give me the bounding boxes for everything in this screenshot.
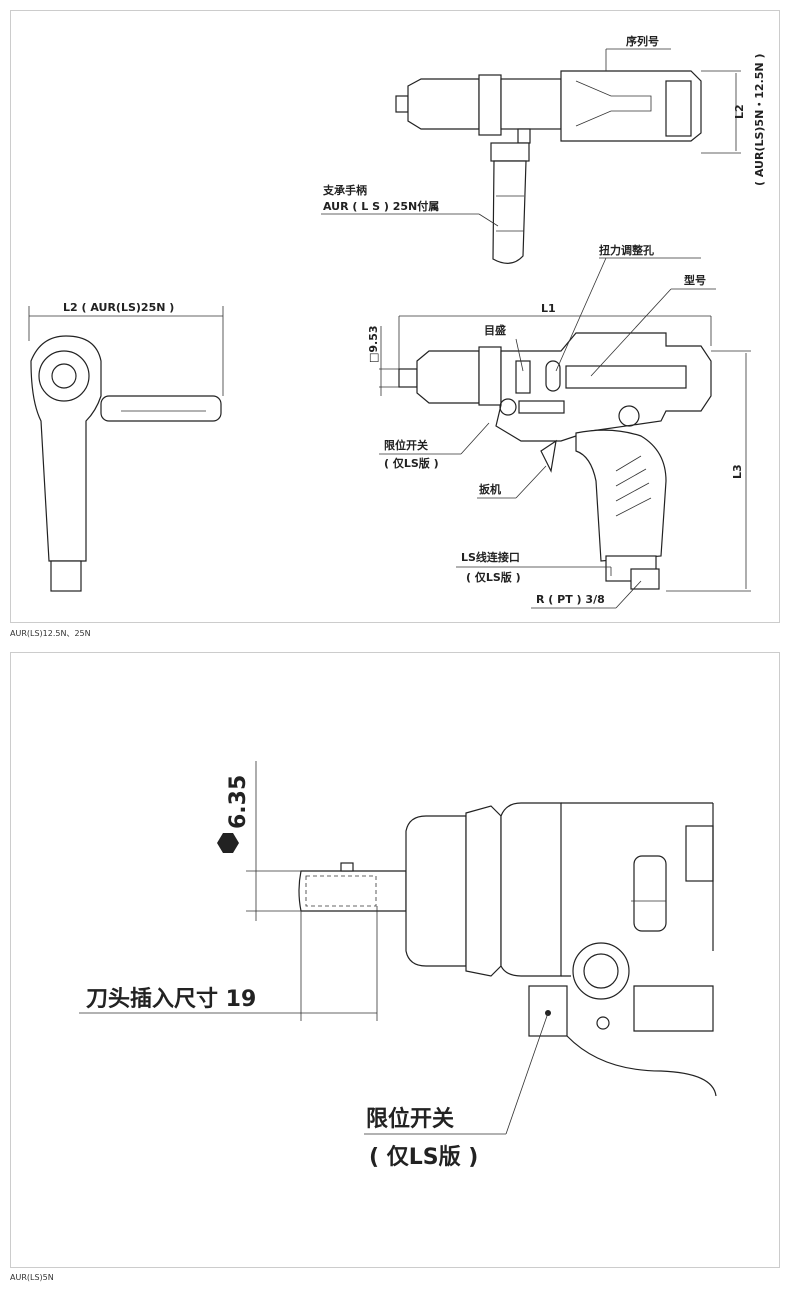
svg-text:序列号: 序列号: [626, 34, 659, 48]
svg-text:( 仅LS版 ): ( 仅LS版 ): [384, 456, 439, 470]
tool-top-view: [395, 70, 702, 264]
top-diagram: 序列号 L2 ( AUR(LS)5N・12.5N ) 支承手柄 AUR ( L …: [28, 34, 766, 609]
trigger-label: 扳机: [479, 482, 501, 496]
ls-cable-port-label: LS线连接口: [461, 550, 520, 564]
limit-switch-label: 限位开关: [366, 1106, 454, 1132]
bottom-caption: AUR(LS)5N: [10, 1273, 54, 1282]
svg-text:限位开关: 限位开关: [384, 438, 428, 452]
bottom-diagram: 6.35 刀头插入尺寸 19 限位开关 ( 仅LS版 ): [79, 761, 717, 1170]
svg-text:L2: L2: [733, 104, 746, 119]
svg-text:L1: L1: [541, 302, 556, 315]
l1-label: L1: [541, 302, 556, 315]
ls-only-note-2: ( 仅LS版 ): [466, 570, 521, 584]
hex-size-label: 6.35: [226, 775, 251, 829]
svg-text:刀头插入尺寸 19: 刀头插入尺寸 19: [86, 987, 256, 1012]
svg-text:( AUR(LS)5N・12.5N ): ( AUR(LS)5N・12.5N ): [753, 54, 766, 186]
svg-text:AUR ( L S ) 25N付属: AUR ( L S ) 25N付属: [323, 199, 439, 213]
tool-side-view: [398, 332, 712, 590]
scale-label: 目盛: [484, 323, 506, 337]
svg-text:□9.53: □9.53: [367, 325, 380, 363]
model-label: 型号: [684, 273, 706, 287]
air-inlet-label: R ( PT ) 3/8: [536, 593, 605, 606]
ls-only-note-1: ( 仅LS版 ): [384, 456, 439, 470]
ls-only-note: ( 仅LS版 ): [369, 1145, 478, 1170]
top-caption: AUR(LS)12.5N、25N: [10, 629, 91, 638]
tool-front-view: [30, 335, 222, 592]
square-drive-label: □9.53: [367, 325, 380, 363]
support-handle-note: AUR ( L S ) 25N付属: [323, 199, 439, 213]
svg-text:6.35: 6.35: [226, 775, 251, 829]
l2-large-label: L2 ( AUR(LS)25N ): [63, 301, 174, 314]
l2-small-label: L2: [733, 104, 746, 119]
serial-number-label: 序列号: [626, 34, 659, 48]
svg-text:( 仅LS版 ): ( 仅LS版 ): [369, 1145, 478, 1170]
hex-icon: [217, 833, 239, 853]
bit-insert-label: 刀头插入尺寸 19: [86, 987, 256, 1012]
limit-switch-label: 限位开关: [384, 438, 428, 452]
svg-text:L2 ( AUR(LS)25N ): L2 ( AUR(LS)25N ): [63, 301, 174, 314]
svg-text:R ( PT ) 3/8: R ( PT ) 3/8: [536, 593, 605, 606]
l3-label: L3: [731, 464, 744, 479]
svg-text:支承手柄: 支承手柄: [322, 183, 367, 197]
torque-adjust-hole-label: 扭力调整孔: [599, 243, 654, 257]
tool-closeup: [298, 802, 717, 1097]
bottom-diagram-panel: 6.35 刀头插入尺寸 19 限位开关 ( 仅LS版 ): [10, 652, 780, 1268]
svg-text:LS线连接口: LS线连接口: [461, 550, 520, 564]
svg-text:目盛: 目盛: [484, 323, 506, 337]
support-handle-label: 支承手柄: [322, 183, 367, 197]
l2-small-note: ( AUR(LS)5N・12.5N ): [753, 54, 766, 186]
svg-text:扭力调整孔: 扭力调整孔: [599, 243, 654, 257]
svg-text:限位开关: 限位开关: [366, 1106, 454, 1132]
svg-text:( 仅LS版 ): ( 仅LS版 ): [466, 570, 521, 584]
svg-text:L3: L3: [731, 464, 744, 479]
svg-text:扳机: 扳机: [479, 482, 501, 496]
top-diagram-panel: 序列号 L2 ( AUR(LS)5N・12.5N ) 支承手柄 AUR ( L …: [10, 10, 780, 623]
svg-text:型号: 型号: [684, 273, 706, 287]
